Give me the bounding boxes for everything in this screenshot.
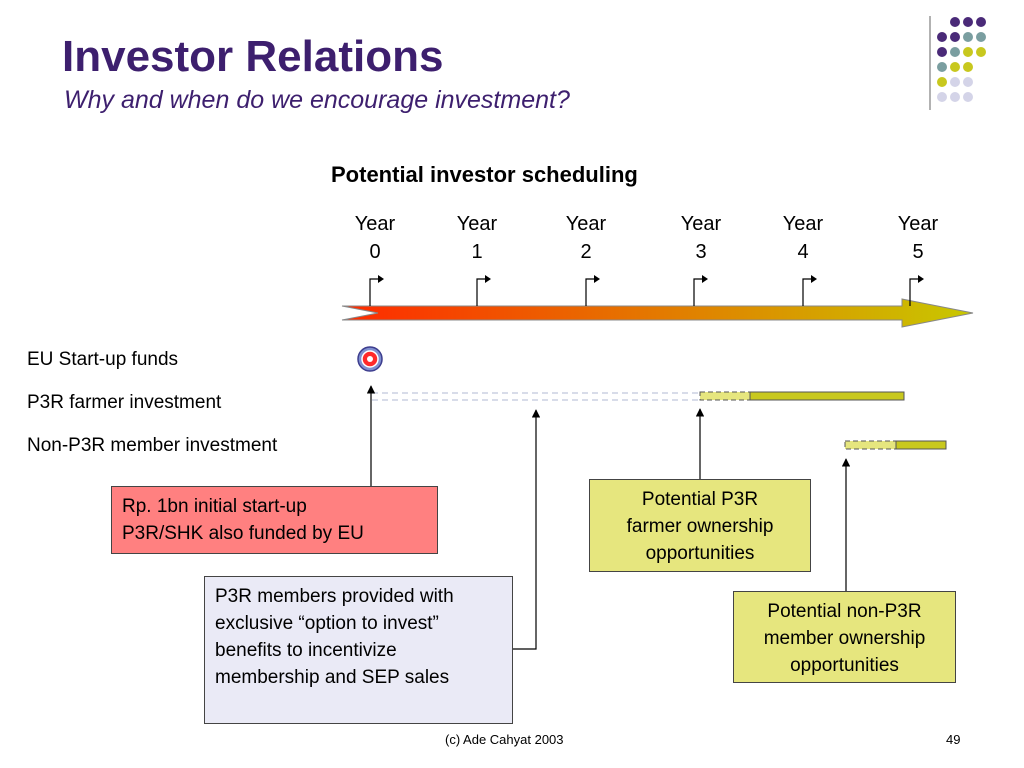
callout-line: Rp. 1bn initial start-up bbox=[122, 496, 307, 517]
year-flag-3 bbox=[702, 275, 708, 283]
year-tick-0 bbox=[369, 278, 378, 306]
callout-line: farmer ownership bbox=[626, 516, 774, 537]
year-tick-2 bbox=[585, 278, 594, 306]
callout-line: benefits to incentivize bbox=[215, 640, 397, 661]
year-label-number: 1 bbox=[471, 241, 483, 263]
non-p3r-ownership-callout: Potential non-P3R member ownership oppor… bbox=[733, 591, 956, 683]
p3r-investment-bar bbox=[749, 391, 905, 401]
year-label-number: 5 bbox=[912, 241, 924, 263]
year-label-text: Year bbox=[782, 213, 824, 235]
year-label-5: Year 5 bbox=[883, 210, 953, 266]
year-label-2: Year 2 bbox=[551, 210, 621, 266]
year-label-number: 0 bbox=[369, 241, 381, 263]
year-flag-4 bbox=[811, 275, 817, 283]
year-label-text: Year bbox=[680, 213, 722, 235]
callout-line: P3R members provided with bbox=[215, 586, 454, 607]
year-flag-0 bbox=[378, 275, 384, 283]
callout-line: member ownership bbox=[763, 628, 926, 649]
eu-funding-callout: Rp. 1bn initial start-up P3R/SHK also fu… bbox=[111, 486, 438, 554]
timeline-arrow bbox=[341, 298, 974, 328]
year-tick-3 bbox=[693, 278, 702, 306]
diagram-title: Potential investor scheduling bbox=[331, 162, 638, 187]
callout-line: opportunities bbox=[790, 655, 899, 676]
row-label-non-p3r-investment: Non-P3R member investment bbox=[27, 435, 278, 456]
callout-line: opportunities bbox=[645, 543, 755, 564]
p3r-investment-bar-dashed bbox=[699, 391, 751, 401]
callout-line: exclusive “option to invest” bbox=[215, 613, 439, 634]
callout-line: Potential P3R bbox=[641, 489, 759, 510]
option-to-invest-callout: P3R members provided with exclusive “opt… bbox=[204, 576, 513, 724]
year-flag-2 bbox=[594, 275, 600, 283]
year-ticks bbox=[369, 278, 918, 306]
year-tick-4 bbox=[802, 278, 811, 306]
year-label-text: Year bbox=[354, 213, 396, 235]
row-label-eu-funds: EU Start-up funds bbox=[27, 349, 179, 370]
non-p3r-investment-bar bbox=[895, 440, 947, 450]
page-number: 49 bbox=[946, 732, 961, 747]
eu-funds-marker-icon bbox=[357, 346, 383, 372]
callout-line: Potential non-P3R bbox=[767, 601, 922, 622]
year-label-text: Year bbox=[456, 213, 498, 235]
callout-line: P3R/SHK also funded by EU bbox=[122, 523, 364, 544]
year-label-number: 3 bbox=[695, 241, 707, 263]
year-label-4: Year 4 bbox=[768, 210, 838, 266]
slide-subtitle: Why and when do we encourage investment? bbox=[64, 86, 570, 114]
slide-title: Investor Relations bbox=[62, 32, 444, 81]
year-tick-1 bbox=[476, 278, 485, 306]
decorative-dots-icon bbox=[929, 16, 986, 110]
p3r-ownership-callout: Potential P3R farmer ownership opportuni… bbox=[589, 479, 811, 572]
row-label-p3r-investment: P3R farmer investment bbox=[27, 392, 222, 413]
non-p3r-investment-bar-dashed bbox=[844, 440, 897, 450]
year-label-3: Year 3 bbox=[666, 210, 736, 266]
year-flag-1 bbox=[485, 275, 491, 283]
year-tick-5 bbox=[909, 278, 918, 306]
year-label-text: Year bbox=[897, 213, 939, 235]
year-label-number: 2 bbox=[580, 241, 592, 263]
year-label-text: Year bbox=[565, 213, 607, 235]
year-label-number: 4 bbox=[797, 241, 809, 263]
callout-line: membership and SEP sales bbox=[215, 667, 450, 688]
option-box-connector bbox=[513, 409, 541, 650]
year-label-0: Year 0 bbox=[340, 210, 410, 266]
year-label-1: Year 1 bbox=[442, 210, 512, 266]
footer-copyright: (c) Ade Cahyat 2003 bbox=[445, 732, 564, 747]
year-flag-5 bbox=[918, 275, 924, 283]
